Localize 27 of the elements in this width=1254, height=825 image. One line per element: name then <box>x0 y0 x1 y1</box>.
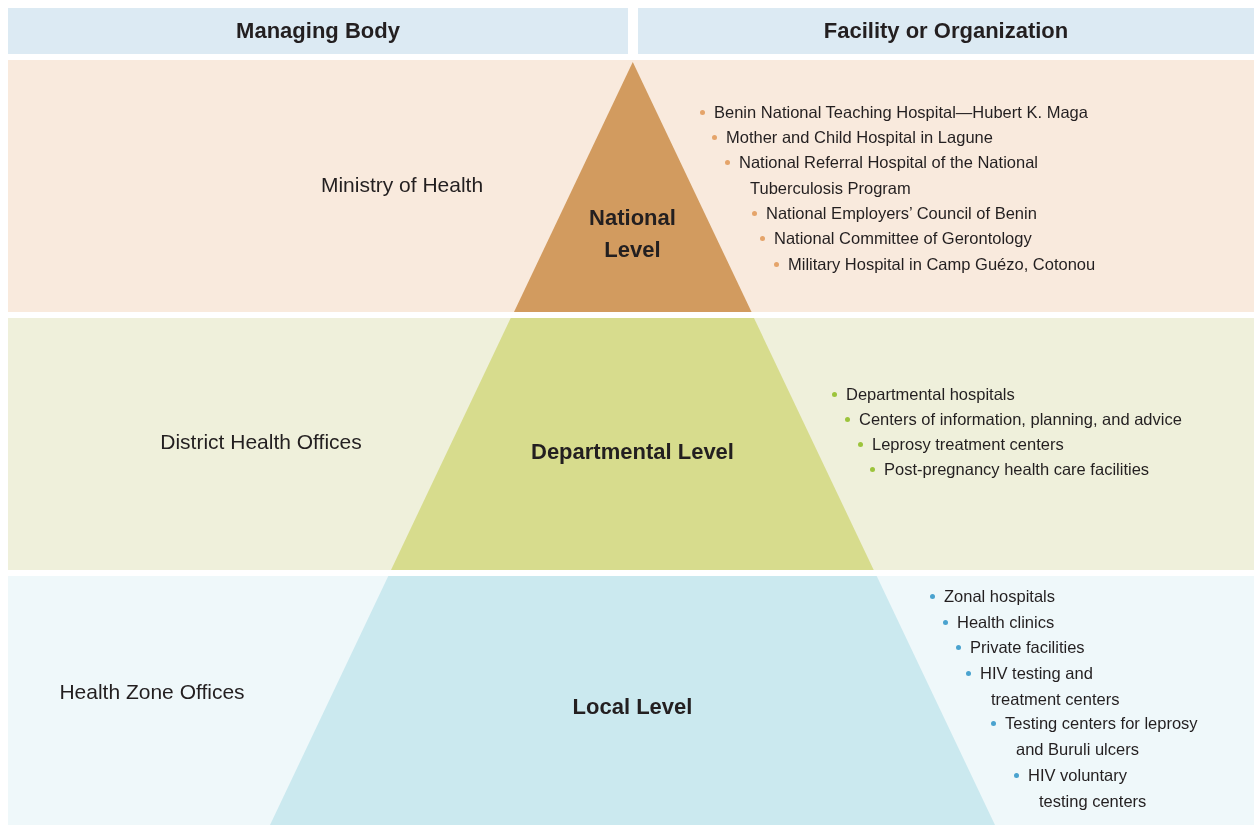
list-item-text: Private facilities <box>970 637 1086 658</box>
list-item-text: Mother and Child Hospital in Lagune <box>726 127 994 148</box>
level-label: National Level <box>588 204 677 264</box>
managing-body-text: Ministry of Health <box>320 173 484 197</box>
list-item-text: HIV voluntary testing centers <box>1028 765 1148 812</box>
list-item-text: Departmental hospitals <box>846 384 1016 405</box>
list-item-text: Testing centers for leprosy and Buruli ulcers <box>1005 713 1199 760</box>
list-item-text: Post-pregnancy health care facilities <box>884 459 1151 480</box>
list-item-text: Leprosy treatment centers <box>872 434 1065 455</box>
level-band <box>8 60 1254 312</box>
column-header: Facility or Organization <box>638 8 1254 54</box>
list-item-text: National Committee of Gerontology <box>774 228 1033 249</box>
list-item-text: Benin National Teaching Hospital—Hubert K. Maga <box>714 102 1089 123</box>
managing-body-text: Health Zone Offices <box>59 680 245 704</box>
list-item-text: Centers of information, planning, and advice <box>859 409 1183 430</box>
managing-body-text: District Health Offices <box>160 430 362 454</box>
level-band <box>8 318 1254 570</box>
level-label: Departmental Level <box>530 438 735 466</box>
list-item-text: Health clinics <box>957 612 1056 633</box>
column-header: Managing Body <box>8 8 628 54</box>
list-item-text: Zonal hospitals <box>944 586 1056 607</box>
list-item-text: Military Hospital in Camp Guézo, Cotonou <box>788 254 1097 275</box>
level-band <box>8 576 1254 825</box>
list-item-text: National Employers’ Council of Benin <box>766 203 1038 224</box>
list-item-text: HIV testing and treatment centers <box>980 663 1121 710</box>
level-label: Local Level <box>571 693 694 721</box>
list-item-text: National Referral Hospital of the National Tuberculosis Program <box>739 152 1039 199</box>
